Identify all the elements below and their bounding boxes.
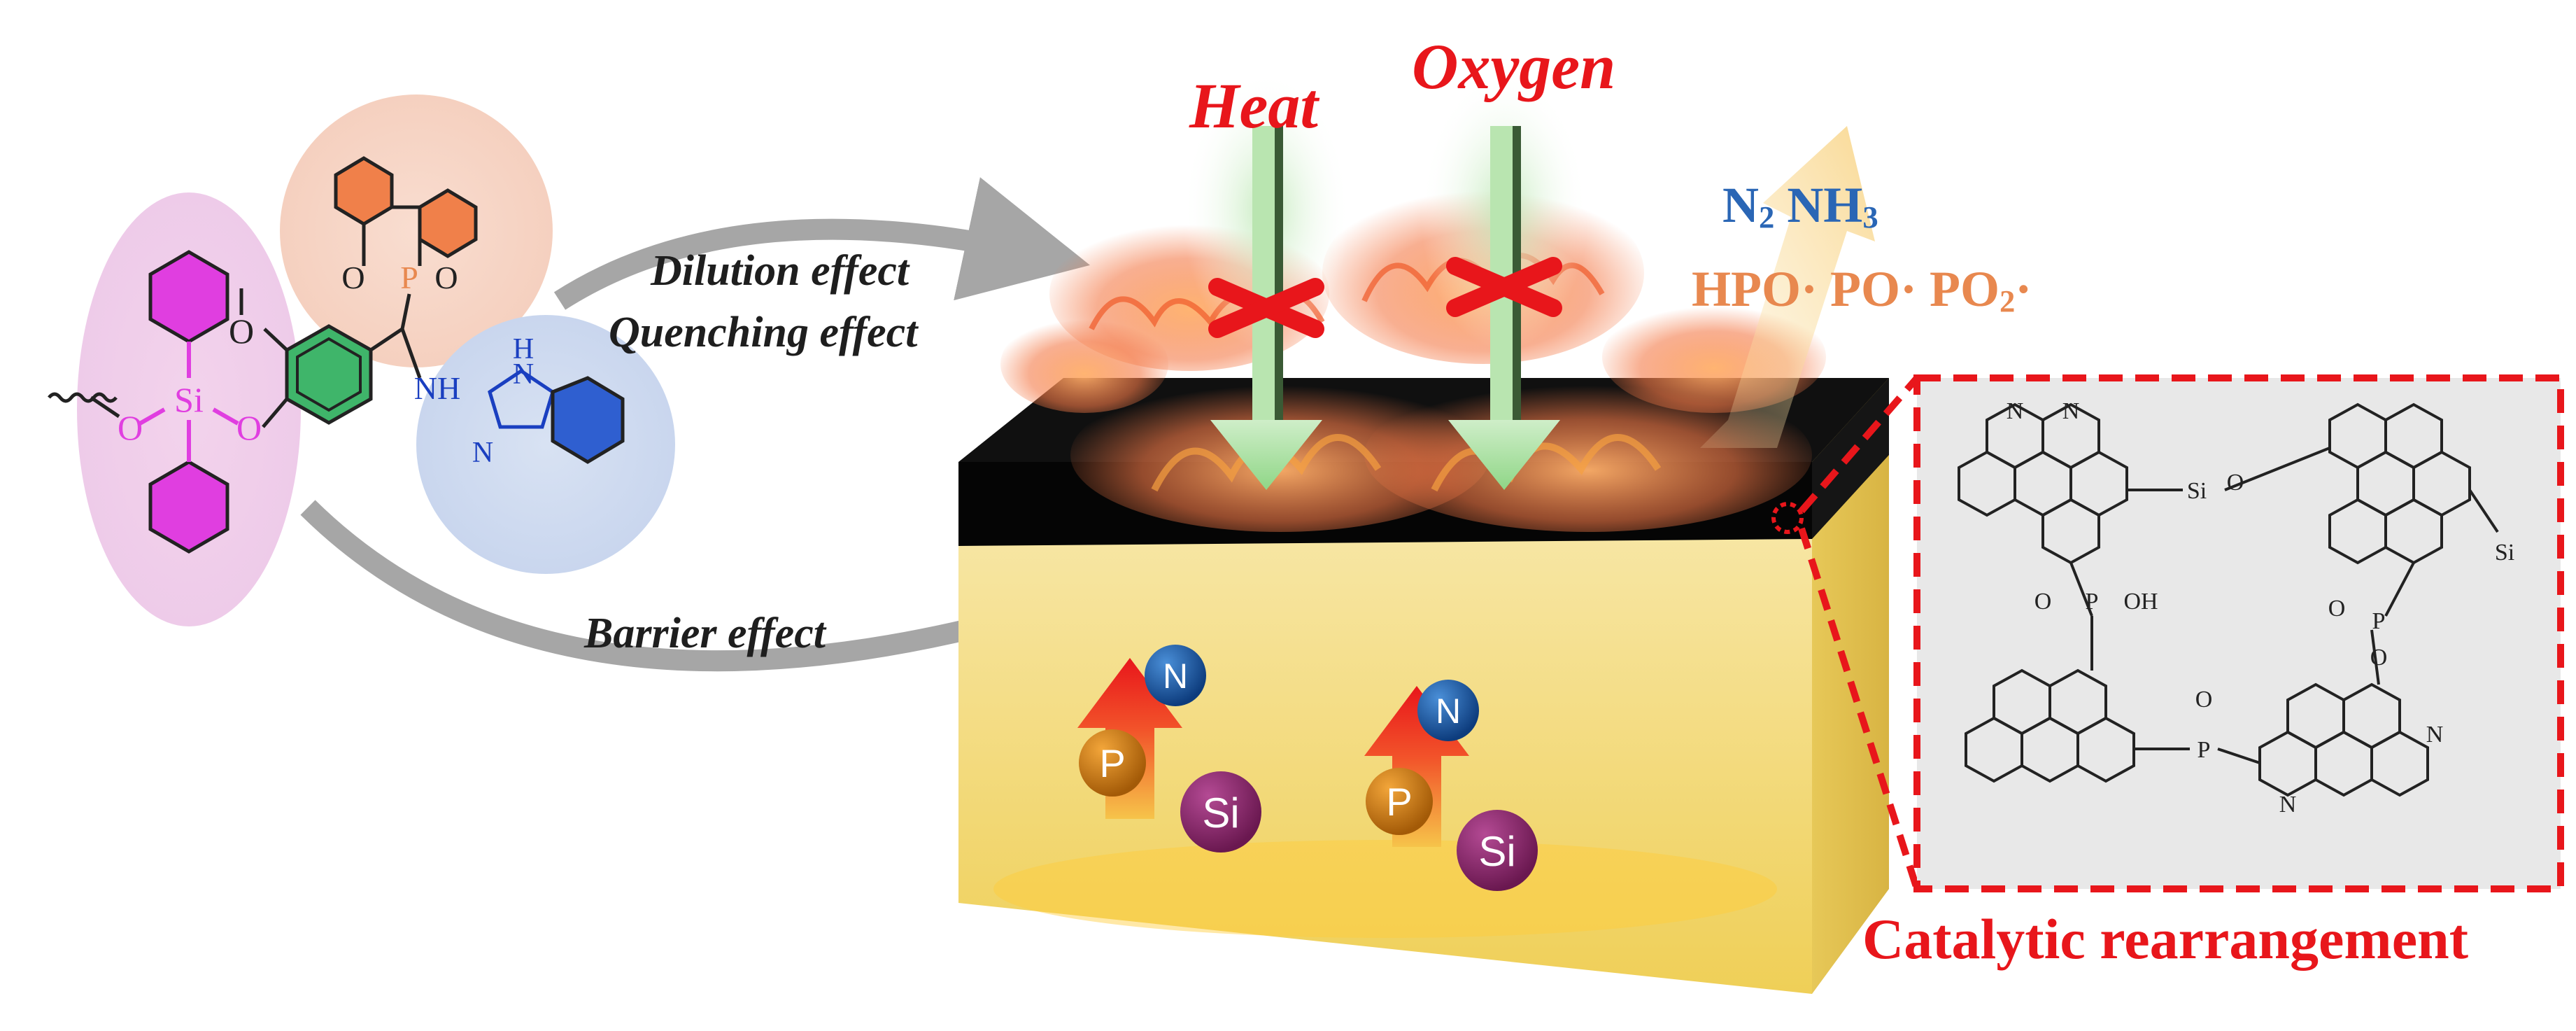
atom-o-right: O: [236, 408, 262, 447]
inset-box: [1913, 374, 2564, 892]
arrow-barrier: [300, 500, 1131, 681]
ball-n-left-label: N: [1163, 657, 1188, 696]
zoom-callout: [1771, 374, 2564, 892]
molecule: Si O O O O P O NH H N N: [48, 94, 675, 626]
imidazole-ring: [488, 368, 555, 429]
ball-n-right: [1417, 680, 1479, 741]
atom-nh: NH: [414, 370, 460, 406]
gas-n2-subscript: 2: [1759, 199, 1775, 235]
inset-si2: Si: [2495, 540, 2514, 566]
dopo-ring-right: [418, 188, 478, 258]
heat-label: Heat: [1189, 70, 1318, 141]
inset-o-p3: O: [2195, 687, 2213, 713]
quenching-effect-label: Quenching effect: [609, 309, 918, 356]
gas-nh3-subscript: 3: [1862, 199, 1878, 235]
atom-si: Si: [174, 380, 204, 419]
dilution-effect-label: Dilution effect: [651, 247, 910, 295]
phosphorus-highlight: [280, 94, 553, 367]
element-group-left: N P Si: [1077, 645, 1261, 853]
oxygen-label: Oxygen: [1412, 31, 1616, 102]
inset-o-p2b: O: [2370, 645, 2388, 671]
radicals-dot: ·: [2015, 261, 2032, 317]
gas-nh3: NH: [1787, 177, 1863, 233]
element-group-right: N P Si: [1364, 680, 1538, 891]
nitrogen-highlight: [416, 315, 675, 574]
flames: [1000, 182, 1826, 532]
phenyl-bottom: [148, 460, 229, 554]
atom-h: H: [513, 333, 534, 365]
ball-si-left: [1180, 771, 1261, 853]
polymer-bond: [48, 392, 118, 403]
ball-si-right-label: Si: [1478, 828, 1515, 875]
inset-n4: N: [2426, 722, 2444, 748]
inset-si1: Si: [2187, 478, 2207, 504]
inset-o-p1: O: [2034, 589, 2052, 615]
inset-p3: P: [2198, 737, 2211, 763]
radicals-subscript: 2: [1999, 283, 2016, 319]
ball-p-left: [1079, 729, 1146, 797]
radical-products-label: HPO· PO· PO2·: [1692, 260, 2032, 319]
inset-n2: N: [2062, 398, 2080, 424]
inset-o-p2: O: [2328, 596, 2346, 622]
ball-n-right-label: N: [1436, 692, 1461, 731]
ball-p-left-label: P: [1099, 741, 1125, 785]
silicon-highlight: [77, 192, 301, 626]
ball-n-left: [1145, 645, 1206, 706]
atom-o-left: O: [118, 408, 143, 447]
inset-structure: [1958, 402, 2499, 797]
atom-n-top: N: [513, 358, 534, 391]
catalytic-rearrangement-label: Catalytic rearrangement: [1862, 907, 2469, 971]
inset-oh: OH: [2123, 589, 2158, 615]
heat-blocked-cross: [1208, 278, 1324, 338]
atom-o-phosphoryl: O: [434, 260, 458, 295]
atom-o-methoxy: O: [229, 311, 254, 351]
barrier-effect-label: Barrier effect: [584, 610, 826, 657]
atom-n-bottom: N: [472, 437, 493, 469]
ball-si-right: [1457, 810, 1538, 891]
ball-p-right-label: P: [1386, 780, 1412, 824]
gas-products-label: N2 NH3: [1722, 176, 1878, 235]
ball-p-right: [1366, 768, 1433, 835]
atom-p: P: [400, 260, 418, 295]
ball-si-left-label: Si: [1202, 790, 1239, 836]
inset-n3: N: [2279, 792, 2297, 818]
oxygen-arrow: [1420, 70, 1588, 490]
heat-arrow: [1182, 70, 1350, 490]
inset-o-si1: O: [2227, 470, 2244, 496]
inset-atom-labels: N N Si O P OH O P O O Si P O N N: [2007, 398, 2514, 818]
dopo-ring-left: [334, 156, 394, 226]
gas-release-arrow: [1700, 126, 1875, 448]
inset-p2: P: [2372, 608, 2386, 634]
radicals-text: HPO· PO· PO: [1692, 261, 2000, 317]
atom-o-dopo: O: [341, 260, 365, 295]
gas-n2: N: [1722, 177, 1759, 233]
inset-p1: P: [2086, 589, 2099, 615]
arrow-dilution: [553, 177, 1091, 310]
zoom-spot: [1771, 502, 1804, 534]
inset-n1: N: [2007, 398, 2024, 424]
benzene-ring: [551, 376, 625, 464]
oxygen-blocked-cross: [1446, 257, 1562, 317]
